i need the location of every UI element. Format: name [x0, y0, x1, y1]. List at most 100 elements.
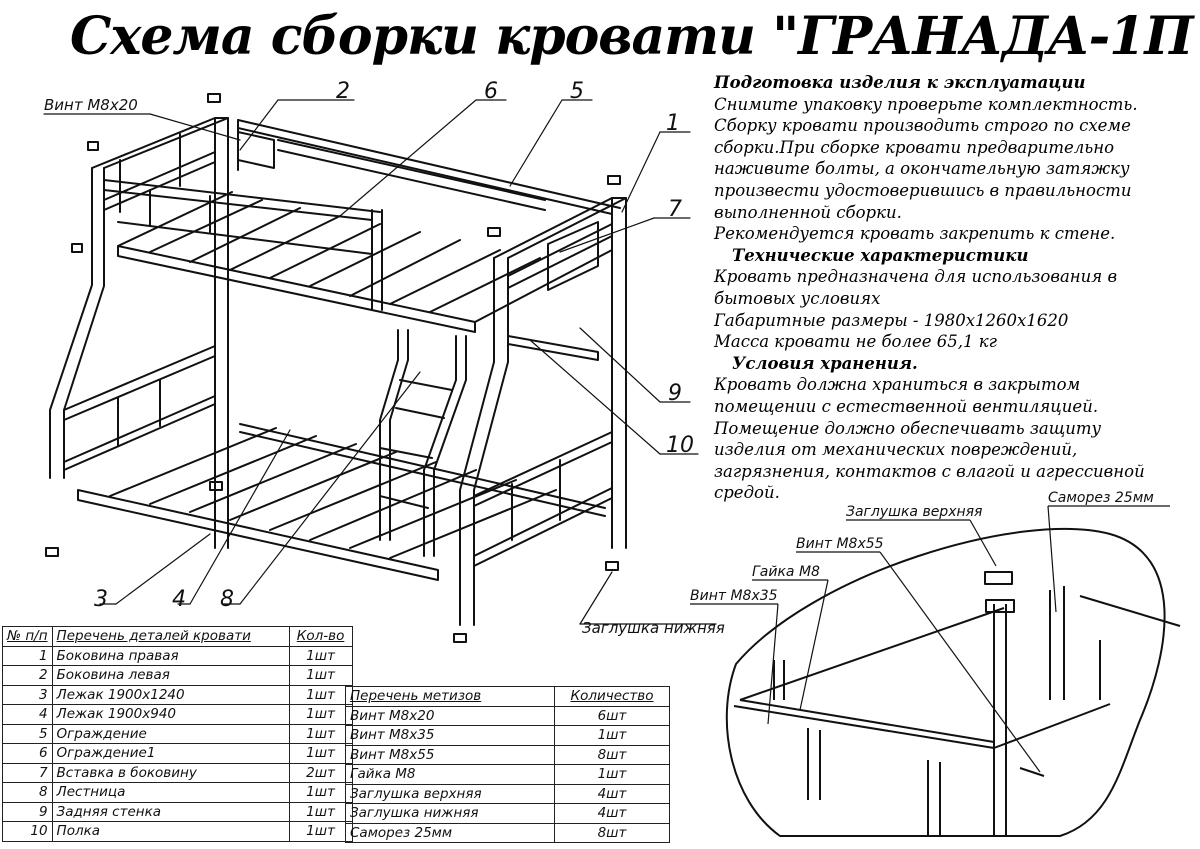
hardware-name: Заглушка нижняя: [345, 803, 555, 824]
prep-line: сборки.При сборке кровати предварительно: [714, 137, 1115, 157]
hardware-table-header: Перечень метизов Количество: [345, 686, 670, 707]
hardware-table: Перечень метизов Количество Винт М8х20 6…: [345, 686, 670, 843]
tech-line: бытовых условиях: [714, 288, 881, 308]
part-num: 5: [2, 723, 53, 744]
table-row: Заглушка нижняя 4шт: [345, 803, 670, 824]
part-qty: 1шт: [288, 743, 353, 764]
tech-line: Масса кровати не более 65,1 кг: [714, 332, 997, 352]
storage-line: изделия от механических повреждений,: [714, 440, 1078, 460]
part-qty: 1шт: [288, 645, 353, 666]
part-qty: 1шт: [288, 821, 353, 842]
part-num: 8: [2, 782, 53, 803]
hardware-name: Саморез 25мм: [345, 822, 555, 843]
prep-heading: Подготовка изделия к эксплуатации: [714, 73, 1086, 92]
part-qty: 2шт: [288, 762, 353, 783]
hardware-qty: 1шт: [554, 725, 670, 746]
leader-lines: [43, 99, 717, 625]
hardware-qty: 6шт: [554, 705, 670, 726]
hardware-qty: 1шт: [554, 764, 670, 785]
label-samorez: Саморез 25мм: [1048, 490, 1154, 506]
hardware-qty: 8шт: [554, 822, 670, 843]
part-num: 10: [2, 821, 53, 842]
label-vint-m8x35: Винт М8х35: [690, 588, 778, 604]
callout-5: 5: [570, 79, 584, 104]
upper-bunk-deck: [117, 191, 613, 361]
hardware-qty: 4шт: [554, 783, 670, 804]
storage-line: Кровать должна храниться в закрытом: [714, 375, 1081, 395]
table-row: Саморез 25мм 8шт: [345, 822, 670, 843]
tech-line: Габаритные размеры - 1980х1260х1620: [714, 310, 1069, 330]
hardware-name: Заглушка верхняя: [345, 783, 555, 804]
storage-heading: Условия хранения.: [732, 353, 918, 373]
tech-line: Кровать предназначена для использования …: [714, 267, 1118, 287]
part-name: Полка: [51, 821, 290, 842]
prep-line: Рекомендуется кровать закрепить к стене.: [714, 224, 1116, 244]
table-row: Заглушка верхняя 4шт: [345, 783, 670, 804]
callout-8: 8: [220, 587, 234, 612]
instructions-block: Подготовка изделия к эксплуатации Снимит…: [714, 72, 1194, 504]
table-row: 3 Лежак 1900х1240 1шт: [2, 684, 353, 705]
table-row: Гайка М8 1шт: [345, 764, 670, 785]
hardware-name: Винт М8х20: [345, 705, 555, 726]
right-side-frame: [459, 197, 627, 626]
part-name: Ограждение: [51, 723, 290, 744]
callout-7: 7: [668, 197, 682, 222]
part-name: Боковина левая: [51, 665, 290, 686]
prep-line: Снимите упаковку проверьте комплектность…: [714, 94, 1138, 114]
callout-2: 2: [336, 79, 350, 104]
part-num: 4: [2, 704, 53, 725]
table-row: Винт М8х35 1шт: [345, 725, 670, 746]
table-row: Винт М8х55 8шт: [345, 744, 670, 765]
part-qty: 1шт: [288, 704, 353, 725]
prep-line: произвести удостоверившись в правильност…: [714, 180, 1132, 200]
table-row: 7 Вставка в боковину 2шт: [2, 762, 353, 783]
part-name: Ограждение1: [51, 743, 290, 764]
part-num: 2: [2, 665, 53, 686]
part-qty: 1шт: [288, 723, 353, 744]
part-num: 6: [2, 743, 53, 764]
callout-10: 10: [666, 433, 694, 458]
hardware-qty: 4шт: [554, 803, 670, 824]
callout-4: 4: [172, 587, 186, 612]
storage-line: помещении с естественной вентиляцией.: [714, 396, 1099, 416]
hardware-name: Гайка М8: [345, 764, 555, 785]
part-qty: 1шт: [288, 782, 353, 803]
table-row: Винт М8х20 6шт: [345, 705, 670, 726]
part-num: 1: [2, 645, 53, 666]
label-gaika: Гайка М8: [752, 564, 820, 580]
table-row: 1 Боковина правая 1шт: [2, 645, 353, 666]
table-row: 4 Лежак 1900х940 1шт: [2, 704, 353, 725]
parts-table-header: № п/п Перечень деталей кровати Кол-во: [2, 626, 353, 647]
part-qty: 1шт: [288, 665, 353, 686]
table-row: 9 Задняя стенка 1шт: [2, 801, 353, 822]
cap-icons: [45, 93, 621, 643]
detail-inset: [690, 505, 1181, 837]
part-name: Лежак 1900х1240: [51, 684, 290, 705]
page-title: Схема сборки кровати "ГРАНАДА-1П ": [70, 6, 1200, 67]
callout-labels: 1 2 3 4 5 6 7 8 9 10 Винт М8х20 Заглушка…: [44, 79, 1154, 637]
callout-6: 6: [484, 79, 498, 104]
label-zaglushka-verhnyaya: Заглушка верхняя: [846, 504, 982, 520]
lower-bunk-deck: [77, 423, 606, 581]
prep-line: наживите болты, а окончательную затяжку: [714, 159, 1130, 179]
prep-line: Сборку кровати производить строго по схе…: [714, 116, 1131, 136]
part-qty: 1шт: [288, 684, 353, 705]
parts-table: № п/п Перечень деталей кровати Кол-во 1 …: [2, 626, 353, 842]
hardware-qty: 8шт: [554, 744, 670, 765]
part-num: 9: [2, 801, 53, 822]
part-name: Лестница: [51, 782, 290, 803]
hardware-name: Винт М8х55: [345, 744, 555, 765]
part-name: Боковина правая: [51, 645, 290, 666]
table-row: 6 Ограждение1 1шт: [2, 743, 353, 764]
col-header-hardware: Перечень метизов: [345, 686, 555, 707]
table-row: 2 Боковина левая 1шт: [2, 665, 353, 686]
col-header-qty: Кол-во: [288, 626, 353, 647]
col-header-quantity: Количество: [554, 686, 670, 707]
part-name: Задняя стенка: [51, 801, 290, 822]
label-vint-m8x55: Винт М8х55: [796, 536, 884, 552]
storage-line: средой.: [714, 483, 780, 503]
table-row: 5 Ограждение 1шт: [2, 723, 353, 744]
label-zaglushka-nizhnyaya: Заглушка нижняя: [582, 619, 725, 637]
part-qty: 1шт: [288, 801, 353, 822]
